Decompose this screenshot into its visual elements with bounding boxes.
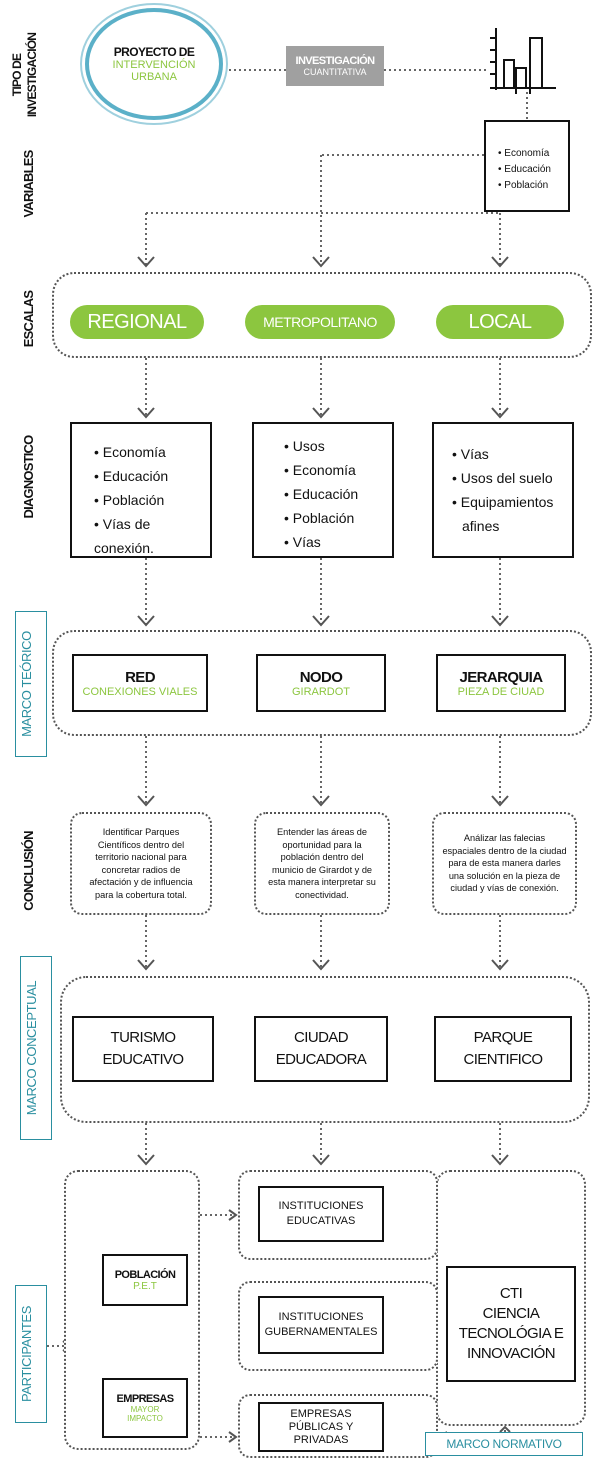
inst-edu-line1: INSTITUCIONES [278, 1200, 364, 1212]
conceptual-line1: PARQUE [473, 1029, 533, 1046]
marco-normativo-label: MARCO NORMATIVO [425, 1432, 583, 1456]
variables-box: • Economía • Educación • Población [484, 120, 570, 212]
diag-item: • Vías [452, 446, 489, 462]
diag-item: • Educación [94, 468, 169, 484]
teorico-box-red: RED CONEXIONES VIALES [72, 654, 208, 712]
conclusion-box-1: Identificar Parques Científicos dentro d… [70, 812, 212, 915]
emp-pub-line1: EMPRESAS [290, 1407, 352, 1420]
label-participantes: PARTICIPANTES [15, 1285, 47, 1423]
pill-metropolitano: METROPOLITANO [245, 305, 395, 339]
conceptual-box-ciudad: CIUDAD EDUCADORA [254, 1016, 388, 1082]
conceptual-box-turismo: TURISMO EDUCATIVO [72, 1016, 214, 1082]
emp-pub-line2: PÚBLICAS Y [288, 1420, 354, 1433]
teorico-title: NODO [299, 668, 343, 686]
empresas-sub1: MAYOR [130, 1405, 160, 1414]
teorico-sub: GIRARDOT [291, 685, 351, 698]
inst-gub-line2: GUBERNAMENTALES [264, 1326, 378, 1338]
label-tipo-line1: TIPO DE [10, 53, 24, 97]
conclusion-text: Análizar las falecias espaciales dentro … [442, 833, 567, 894]
pill-local: LOCAL [436, 305, 564, 339]
emp-pub-line3: PRIVADAS [293, 1433, 349, 1446]
teorico-sub: CONEXIONES VIALES [82, 685, 198, 698]
diag-item: • Equipamientos [452, 494, 554, 510]
marco-teorico-group [52, 630, 592, 736]
investigacion-line1: INVESTIGACIÓN [295, 55, 376, 67]
conclusion-text: Entender las áreas de oportunidad para l… [268, 827, 376, 900]
bar-chart-icon [490, 28, 556, 94]
teorico-box-jerarquia: JERARQUIA PIEZA DE CIUAD [436, 654, 566, 712]
diag-item: • Usos [284, 438, 325, 454]
proyecto-line1: PROYECTO DE [113, 45, 195, 59]
investigacion-box: INVESTIGACIÓN CUANTITATIVA [286, 46, 384, 86]
conclusion-box-2: Entender las áreas de oportunidad para l… [254, 812, 390, 915]
diag-item: • Usos del suelo [452, 470, 553, 486]
variables-item: • Economía [498, 148, 550, 159]
conceptual-line2: CIENTIFICO [463, 1051, 544, 1068]
diagnostico-box-metropolitano: • Usos • Economía • Educación • Població… [252, 422, 394, 558]
inst-gub-line1: INSTITUCIONES [278, 1311, 364, 1323]
label-diagnostico: DIAGNOSTICO [21, 435, 36, 519]
empresas-sub2: IMPACTO [127, 1414, 163, 1423]
empresas-publicas-box: EMPRESAS PÚBLICAS Y PRIVADAS [258, 1402, 384, 1452]
conceptual-line1: TURISMO [110, 1029, 177, 1046]
marco-conceptual-group [60, 976, 590, 1123]
diagnostico-box-regional: • Economía • Educación • Población • Vía… [70, 422, 212, 558]
conceptual-box-parque: PARQUE CIENTIFICO [434, 1016, 572, 1082]
label-conclusion: CONCLUSIÓN [21, 831, 36, 911]
cti-line3: TECNOLÓGIA E [458, 1325, 564, 1342]
proyecto-line3: URBANA [131, 71, 177, 83]
variables-item: • Educación [498, 164, 551, 175]
label-tipo-investigacion: TIPO DE INVESTIGACIÓN [10, 20, 48, 130]
variables-item: • Población [498, 180, 549, 191]
diagnostico-box-local: • Vías • Usos del suelo • Equipamientos … [432, 422, 574, 558]
instituciones-educativas-box: INSTITUCIONES EDUCATIVAS [258, 1186, 384, 1242]
label-escalas: ESCALAS [21, 290, 36, 348]
cti-box: CTI CIENCIA TECNOLÓGIA E INNOVACIÓN [446, 1266, 576, 1382]
inst-edu-line2: EDUCATIVAS [286, 1215, 356, 1227]
diag-item: • Vías [284, 534, 321, 550]
poblacion-title: POBLACIÓN [114, 1268, 176, 1281]
diag-item: • Economía [284, 462, 356, 478]
diag-item: conexión. [94, 540, 154, 556]
label-variables: VARIABLES [21, 150, 36, 218]
diag-item: afines [462, 518, 500, 534]
poblacion-box: POBLACIÓN P.E.T [102, 1254, 188, 1306]
cti-line2: CIENCIA [482, 1305, 540, 1322]
conclusion-text: Identificar Parques Científicos dentro d… [89, 827, 193, 900]
diag-item: • Vías de [94, 516, 151, 532]
teorico-sub: PIEZA DE CIUAD [457, 685, 545, 698]
label-marco-conceptual: MARCO CONCEPTUAL [20, 956, 52, 1140]
escalas-group [52, 272, 592, 358]
teorico-box-nodo: NODO GIRARDOT [256, 654, 386, 712]
pill-regional: REGIONAL [70, 305, 204, 339]
label-tipo-line2: INVESTIGACIÓN [25, 32, 39, 118]
cti-line4: INNOVACIÓN [467, 1345, 556, 1362]
poblacion-sub: P.E.T [133, 1280, 157, 1292]
teorico-title: JERARQUIA [459, 668, 544, 686]
instituciones-gubernamentales-box: INSTITUCIONES GUBERNAMENTALES [258, 1296, 384, 1354]
diag-item: • Economía [94, 444, 166, 460]
empresas-title: EMPRESAS [116, 1393, 175, 1405]
label-marco-teorico: MARCO TEÓRICO [15, 611, 47, 757]
diag-item: • Población [94, 492, 165, 508]
conceptual-line2: EDUCATIVO [102, 1051, 185, 1068]
proyecto-line2: INTERVENCIÓN [112, 59, 196, 71]
proyecto-circle: PROYECTO DE INTERVENCIÓN URBANA [85, 8, 223, 120]
conceptual-line2: EDUCADORA [275, 1051, 367, 1068]
conclusion-box-3: Análizar las falecias espaciales dentro … [432, 812, 577, 915]
diag-item: • Población [284, 510, 355, 526]
diag-item: • Educación [284, 486, 359, 502]
cti-line1: CTI [499, 1285, 523, 1302]
empresas-impacto-box: EMPRESAS MAYOR IMPACTO [102, 1378, 188, 1438]
investigacion-line2: CUANTITATIVA [303, 67, 367, 77]
conceptual-line1: CIUDAD [294, 1029, 349, 1046]
teorico-title: RED [125, 668, 155, 686]
